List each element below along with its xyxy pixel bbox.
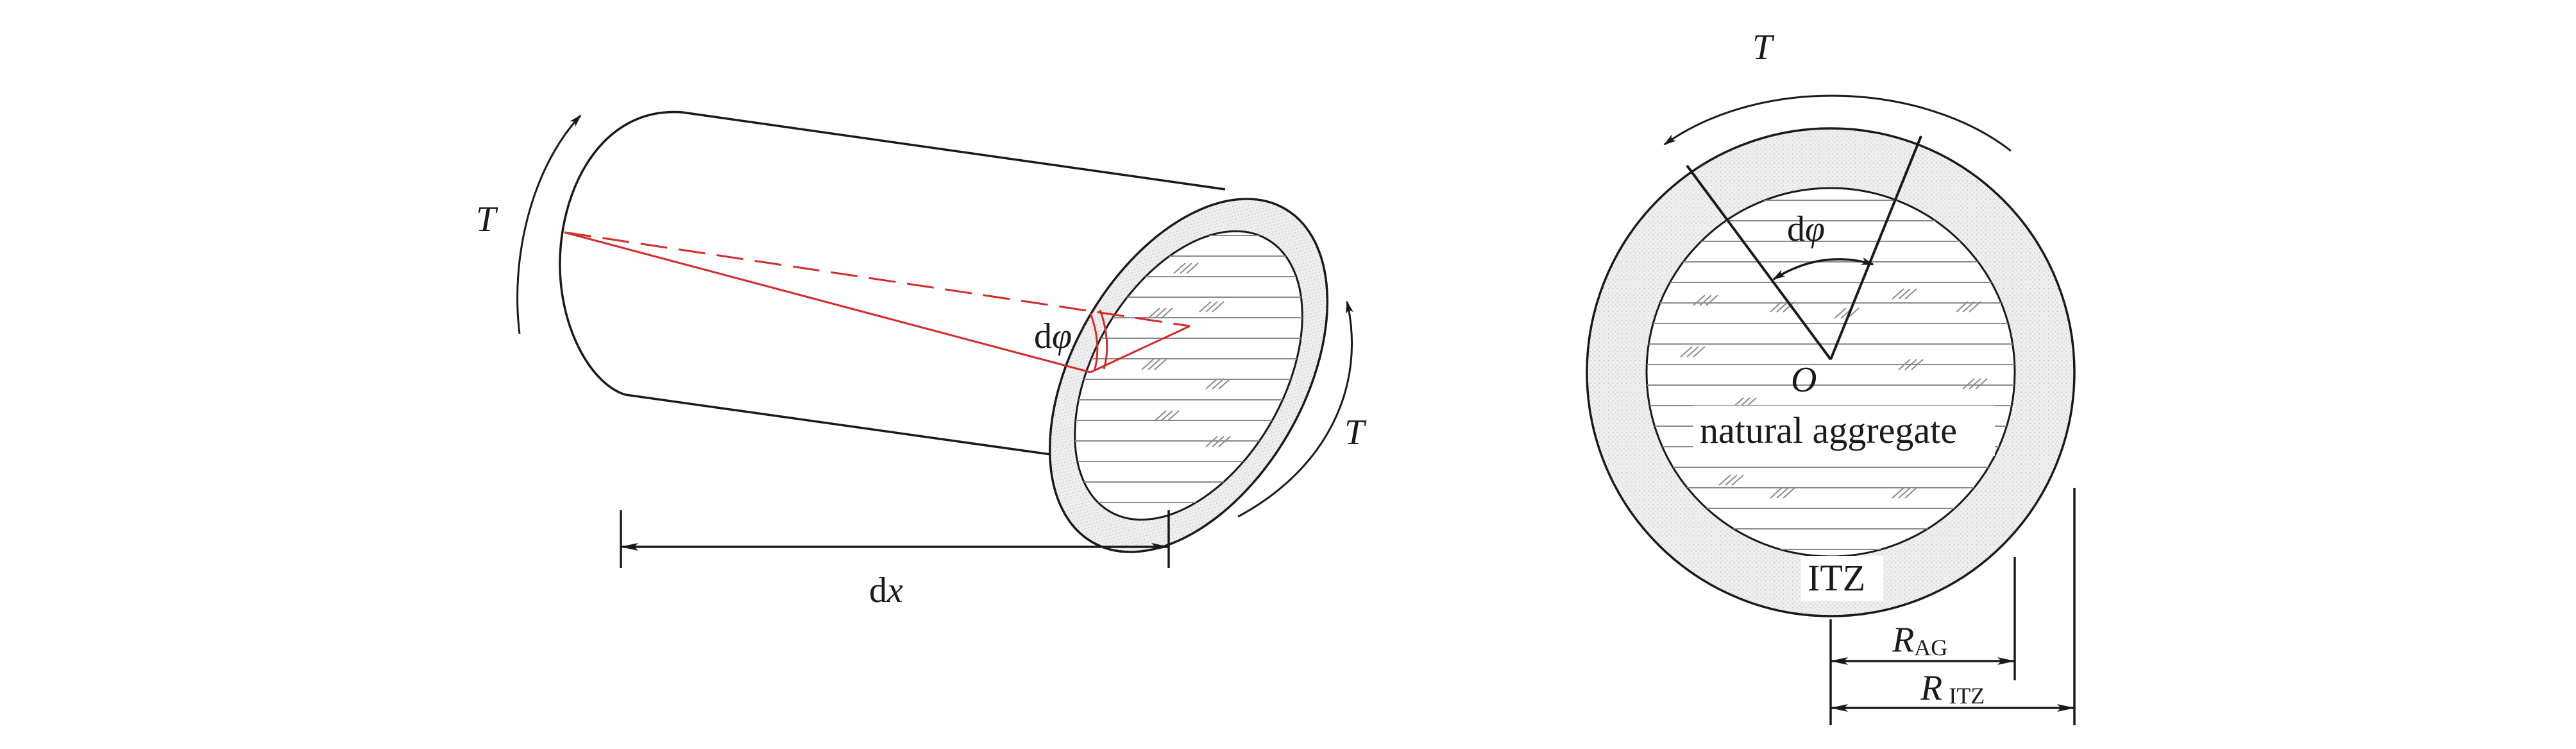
hatch-tick [1205,378,1218,390]
torque-label: T [1752,28,1775,67]
angle-label: dφ [1787,209,1825,249]
core-label-backdrop [1693,406,1995,456]
hatch-tick [1693,346,1706,357]
center-label: O [1791,360,1817,400]
ring-label-backdrop [1801,556,1883,601]
hatch-tick [1154,307,1167,319]
aggregate-core [1645,187,2016,558]
hatch-tick [1783,487,1795,499]
hatch-tick [1160,410,1173,422]
cylinder-figure: T T dφ dx [476,110,1367,610]
hatch-tick [1725,474,1738,486]
cylinder-cross-section [1028,198,1349,553]
angle-arc [1772,257,1874,280]
hatch-tick [1975,378,1988,390]
hatch-tick [1141,359,1154,370]
hatch-tick [1212,301,1224,313]
hatch-tick [1173,263,1186,274]
hatch-tick [1680,346,1693,357]
hatch-tick [1718,474,1731,486]
twist-angle-lines [564,231,1191,374]
hatch-tick [1706,295,1718,306]
hatch-tick [1154,410,1167,422]
cylinder-left-end [559,110,683,396]
torque-arrow-left-end [516,114,582,334]
hatch-tick [1731,474,1744,486]
hatch-tick [1969,378,1981,390]
radius-dimensions [1829,488,2076,725]
hatch-tick [1693,295,1706,306]
torque-label-left: T [476,200,498,239]
hatch-tick [1199,301,1212,313]
hatch-tick [1776,301,1789,313]
hatch-tick [1770,487,1783,499]
length-dimension [620,510,1170,568]
hatch-tick [1911,359,1924,370]
hatch-tick [1834,307,1847,319]
r-ag-label: RAG [1892,620,1947,660]
twist-angle-label: dφ [1034,316,1072,356]
hatch-tick [1205,301,1218,313]
hatch-tick [1212,378,1224,390]
hatch-tick [1962,301,1975,313]
hatch-tick [1904,288,1917,300]
hatch-tick [1167,410,1180,422]
cylinder-top-edge [682,111,1226,191]
hatch-tick [1904,487,1917,499]
hatch-tick [1180,263,1192,274]
hatch-tick [1218,378,1231,390]
hatch-tick [1218,436,1231,447]
hatch-tick [1776,487,1789,499]
hatch-tick [1969,301,1981,313]
hatch-tick [1686,346,1699,357]
torque-arrow [1663,94,2012,152]
hatch-tick [1904,359,1917,370]
hatch-tick [1699,295,1712,306]
hatch-tick [1783,301,1795,313]
hatch-tick [1962,378,1975,390]
torque-label-right: T [1344,413,1367,452]
angle-rays [1686,135,1922,361]
hatch-tick [1154,359,1167,370]
core-label: natural aggregate [1700,409,1957,451]
hatch-tick [1160,307,1173,319]
hatch-tick [1148,307,1160,319]
hatch-tick [1186,263,1199,274]
hatch-tick [1148,359,1160,370]
hatch-tick [1956,301,1969,313]
aggregate-core-left [1074,230,1303,521]
hatch-tick [1892,487,1904,499]
torque-arrow-right-end [1237,300,1353,518]
hatch-tick [1205,436,1218,447]
ring-label: ITZ [1808,557,1865,599]
hatch-tick [1898,288,1911,300]
hatch-tick [1898,487,1911,499]
length-label: dx [869,571,903,610]
hatch-tick [1770,301,1783,313]
hatch-tick [1212,436,1224,447]
hatch-tick [1898,359,1911,370]
hatch-tick [1892,288,1904,300]
